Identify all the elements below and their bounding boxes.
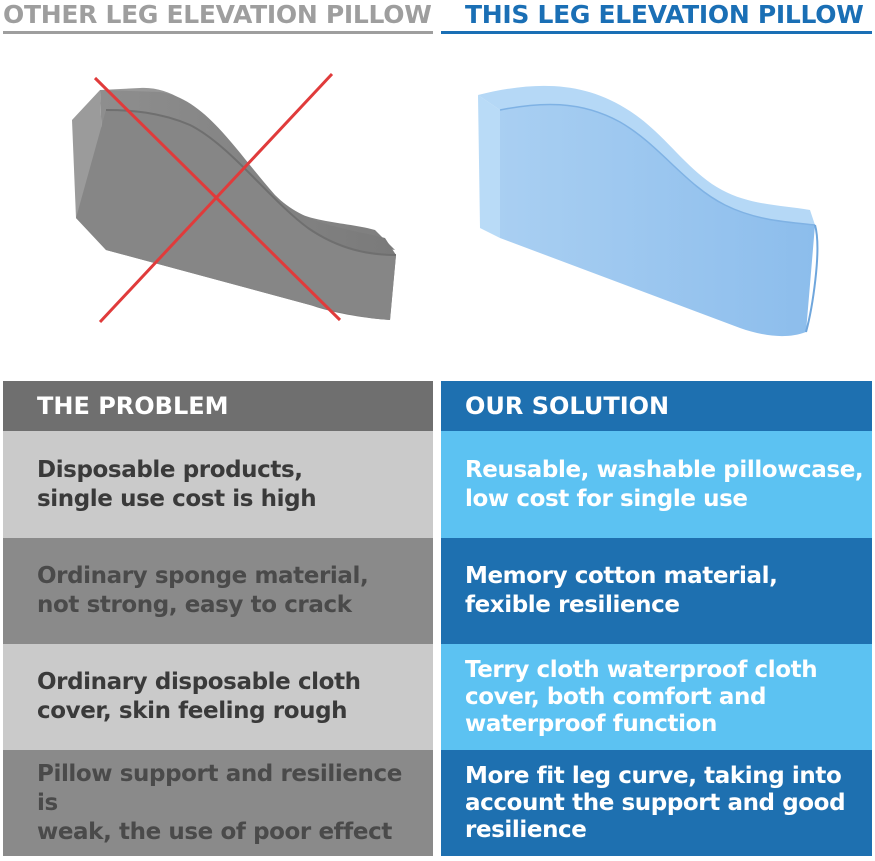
problem-title: THE PROBLEM [3, 381, 433, 431]
problem-row-text: Ordinary disposable cloth cover, skin fe… [37, 669, 361, 724]
this-pillow-header: THIS LEG ELEVATION PILLOW [441, 0, 872, 34]
problem-row: Ordinary sponge material, not strong, ea… [3, 538, 433, 644]
problem-row-text: Pillow support and resilience is weak, t… [37, 760, 402, 845]
solution-row: Terry cloth waterproof cloth cover, both… [441, 644, 872, 750]
solution-row-text: Memory cotton material, fexible resilien… [465, 563, 778, 618]
solution-title: OUR SOLUTION [441, 381, 872, 431]
this-pillow-header-underline [441, 31, 872, 34]
problem-row: Disposable products, single use cost is … [3, 431, 433, 538]
other-pillow-header: OTHER LEG ELEVATION PILLOW [3, 0, 433, 34]
solution-row: Reusable, washable pillowcase, low cost … [441, 431, 872, 538]
blue-pillow-image [478, 85, 819, 337]
grey-pillow-image [72, 72, 397, 324]
problem-title-text: THE PROBLEM [37, 391, 229, 420]
solution-title-text: OUR SOLUTION [465, 391, 670, 420]
other-pillow-header-text: OTHER LEG ELEVATION PILLOW [3, 0, 432, 29]
this-pillow-header-text: THIS LEG ELEVATION PILLOW [465, 0, 864, 29]
problem-row: Ordinary disposable cloth cover, skin fe… [3, 644, 433, 750]
solution-row: Memory cotton material, fexible resilien… [441, 538, 872, 644]
solution-row-text: Reusable, washable pillowcase, low cost … [465, 456, 864, 512]
solution-row-text: More fit leg curve, taking into account … [465, 762, 846, 843]
other-pillow-header-underline [3, 31, 433, 34]
solution-row-text: Terry cloth waterproof cloth cover, both… [465, 656, 818, 737]
solution-row: More fit leg curve, taking into account … [441, 750, 872, 856]
problem-row-text: Disposable products, single use cost is … [37, 456, 317, 512]
problem-column: THE PROBLEM Disposable products, single … [3, 381, 433, 856]
solution-column: OUR SOLUTION Reusable, washable pillowca… [441, 381, 872, 856]
problem-row-text: Ordinary sponge material, not strong, ea… [37, 563, 369, 618]
problem-row: Pillow support and resilience is weak, t… [3, 750, 433, 856]
